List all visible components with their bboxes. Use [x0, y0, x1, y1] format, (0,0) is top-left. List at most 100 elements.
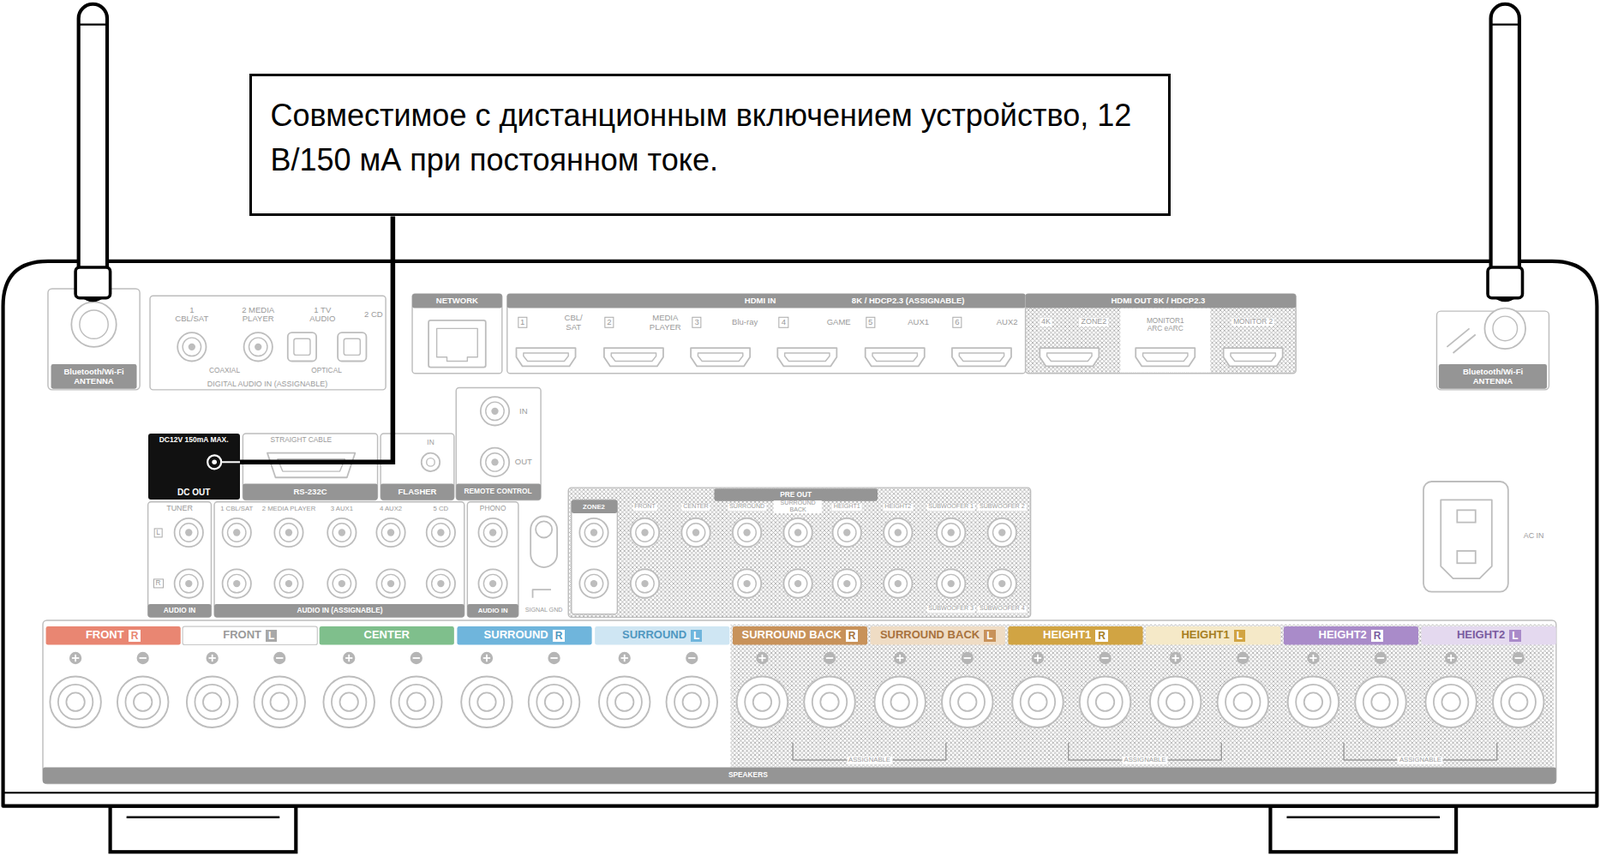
- rca-jack: [177, 332, 206, 361]
- binding-post: [545, 692, 564, 711]
- rca-jack: [783, 569, 812, 598]
- channel-bar: [594, 626, 730, 645]
- panel-label: OUT: [515, 457, 533, 467]
- rca-jack: [274, 518, 303, 547]
- binding-post: [1288, 676, 1340, 728]
- rca-jack: [491, 407, 498, 415]
- rca-jack: [285, 580, 293, 588]
- rca-jack: [584, 574, 603, 593]
- polarity-symbol: [826, 657, 833, 660]
- polarity-symbol: [1306, 652, 1319, 665]
- antenna: [78, 4, 108, 300]
- polarity-symbol: [898, 654, 901, 662]
- rca-jack: [437, 528, 444, 536]
- section-bar: [1025, 293, 1297, 309]
- binding-post: [1371, 692, 1390, 711]
- section-bar: [380, 483, 455, 500]
- rca-jack: [332, 574, 351, 593]
- panel-label: 1 TV AUDIO: [309, 305, 336, 324]
- rca-jack: [233, 580, 240, 588]
- binding-post: [958, 692, 977, 711]
- hdmi-port: [1143, 353, 1188, 362]
- hdmi-port: [872, 353, 917, 362]
- panel-section: [507, 293, 1026, 374]
- speaker-channel-label: FRONT: [222, 629, 262, 642]
- hdmi-port: [952, 347, 1012, 366]
- rca-jack: [794, 580, 802, 588]
- binding-post: [753, 692, 772, 711]
- polarity-symbol: [688, 657, 696, 660]
- rca-jack: [174, 518, 204, 547]
- input-number: L: [153, 527, 163, 538]
- rca-jack: [338, 580, 346, 588]
- polarity-symbol: [211, 654, 214, 662]
- polarity-symbol: [755, 652, 768, 665]
- polarity-symbol: [413, 657, 420, 660]
- rca-jack: [489, 580, 497, 588]
- section-bar: [214, 604, 465, 618]
- polarity-symbol: [550, 657, 558, 660]
- rca-jack: [630, 569, 660, 598]
- channel-bar: [1007, 626, 1143, 645]
- polarity-symbol: [480, 652, 493, 665]
- ac-inlet: [1456, 509, 1475, 522]
- binding-post: [874, 676, 926, 728]
- polarity-symbol: [961, 652, 974, 665]
- panel-label: STRAIGHT CABLE: [270, 437, 333, 445]
- rca-jack: [635, 574, 654, 593]
- polarity-symbol: [485, 654, 488, 662]
- binding-post: [477, 692, 496, 711]
- binding-post: [1157, 684, 1193, 720]
- hdmi-port: [777, 347, 837, 366]
- rca-jack: [641, 528, 648, 536]
- channel-side-label: L: [690, 629, 702, 642]
- rca-jack: [743, 528, 750, 536]
- binding-post: [1096, 692, 1115, 711]
- rca-jack: [988, 569, 1017, 598]
- binding-post: [1087, 684, 1122, 720]
- binding-post: [1028, 692, 1047, 711]
- flasher-jack: [426, 458, 436, 468]
- binding-post: [528, 676, 581, 728]
- polarity-symbol: [342, 652, 355, 665]
- rca-jack: [737, 574, 756, 593]
- rca-jack: [936, 569, 965, 598]
- speaker-channel-label: CENTER: [364, 629, 410, 642]
- section-label: 8K / HDCP2.3 (ASSIGNABLE): [851, 296, 965, 306]
- binding-post: [469, 684, 504, 720]
- hdmi-port: [690, 347, 750, 366]
- channel-bar: [1283, 626, 1419, 645]
- rca-jack: [222, 518, 252, 547]
- panel-label: IN: [519, 407, 528, 416]
- rca-jack: [426, 569, 456, 598]
- rca-jack: [941, 523, 960, 542]
- panel-label: SURROUND BACK: [773, 500, 822, 515]
- rca-jack: [894, 528, 902, 536]
- antenna: [1487, 267, 1523, 299]
- panel-section: [149, 295, 386, 390]
- binding-post: [461, 676, 513, 728]
- section-label: PRE OUT: [779, 491, 812, 499]
- rca-jack: [998, 580, 1006, 588]
- dc-jack: [211, 459, 217, 465]
- hdmi-port: [515, 347, 576, 366]
- panel-label: COAXIAL: [209, 367, 240, 376]
- network-port: [437, 328, 479, 361]
- rca-jack: [431, 523, 450, 542]
- polarity-symbol: [618, 652, 631, 665]
- binding-post: [49, 676, 102, 728]
- polarity-symbol: [1450, 654, 1452, 662]
- channel-bar: [46, 626, 181, 645]
- rca-jack: [227, 523, 246, 542]
- antenna: [1491, 23, 1520, 25]
- panel-label: AC IN: [1523, 532, 1545, 541]
- polarity-symbol: [1515, 657, 1523, 660]
- rca-jack: [743, 580, 750, 588]
- section-bar: [1438, 364, 1547, 390]
- speaker-channel-label: SURROUND: [484, 629, 549, 642]
- rca-jack: [947, 580, 955, 588]
- panel-section: [214, 502, 465, 618]
- polarity-symbol: [1236, 652, 1249, 665]
- hdmi-port: [865, 347, 925, 366]
- section-label: HDMI IN: [744, 296, 776, 306]
